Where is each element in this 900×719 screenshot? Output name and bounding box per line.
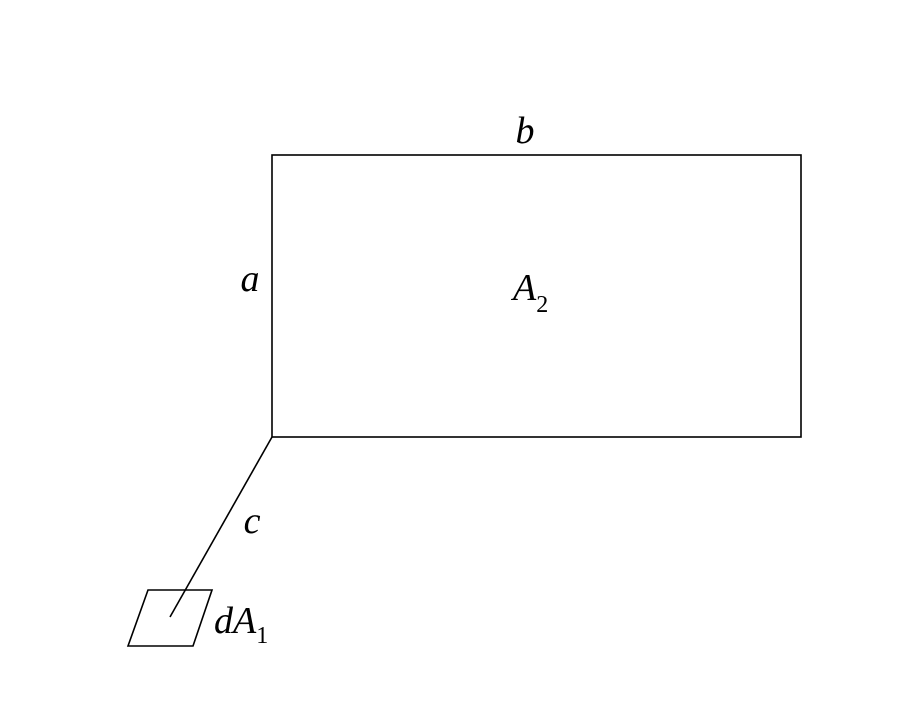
label-a2-subscript: 2	[536, 292, 548, 318]
label-a: a	[241, 258, 260, 300]
surface-a2-rectangle	[271, 154, 802, 438]
label-b: b	[516, 110, 535, 152]
label-da1: dA1	[214, 600, 268, 649]
distance-line-c	[169, 436, 273, 618]
label-da1-main: dA	[214, 600, 257, 642]
label-c: c	[244, 500, 261, 542]
element-da1-parallelogram	[126, 589, 214, 647]
label-da1-subscript: 1	[256, 623, 268, 649]
label-a2-main: A	[510, 267, 537, 309]
label-a2: A2	[510, 267, 548, 318]
